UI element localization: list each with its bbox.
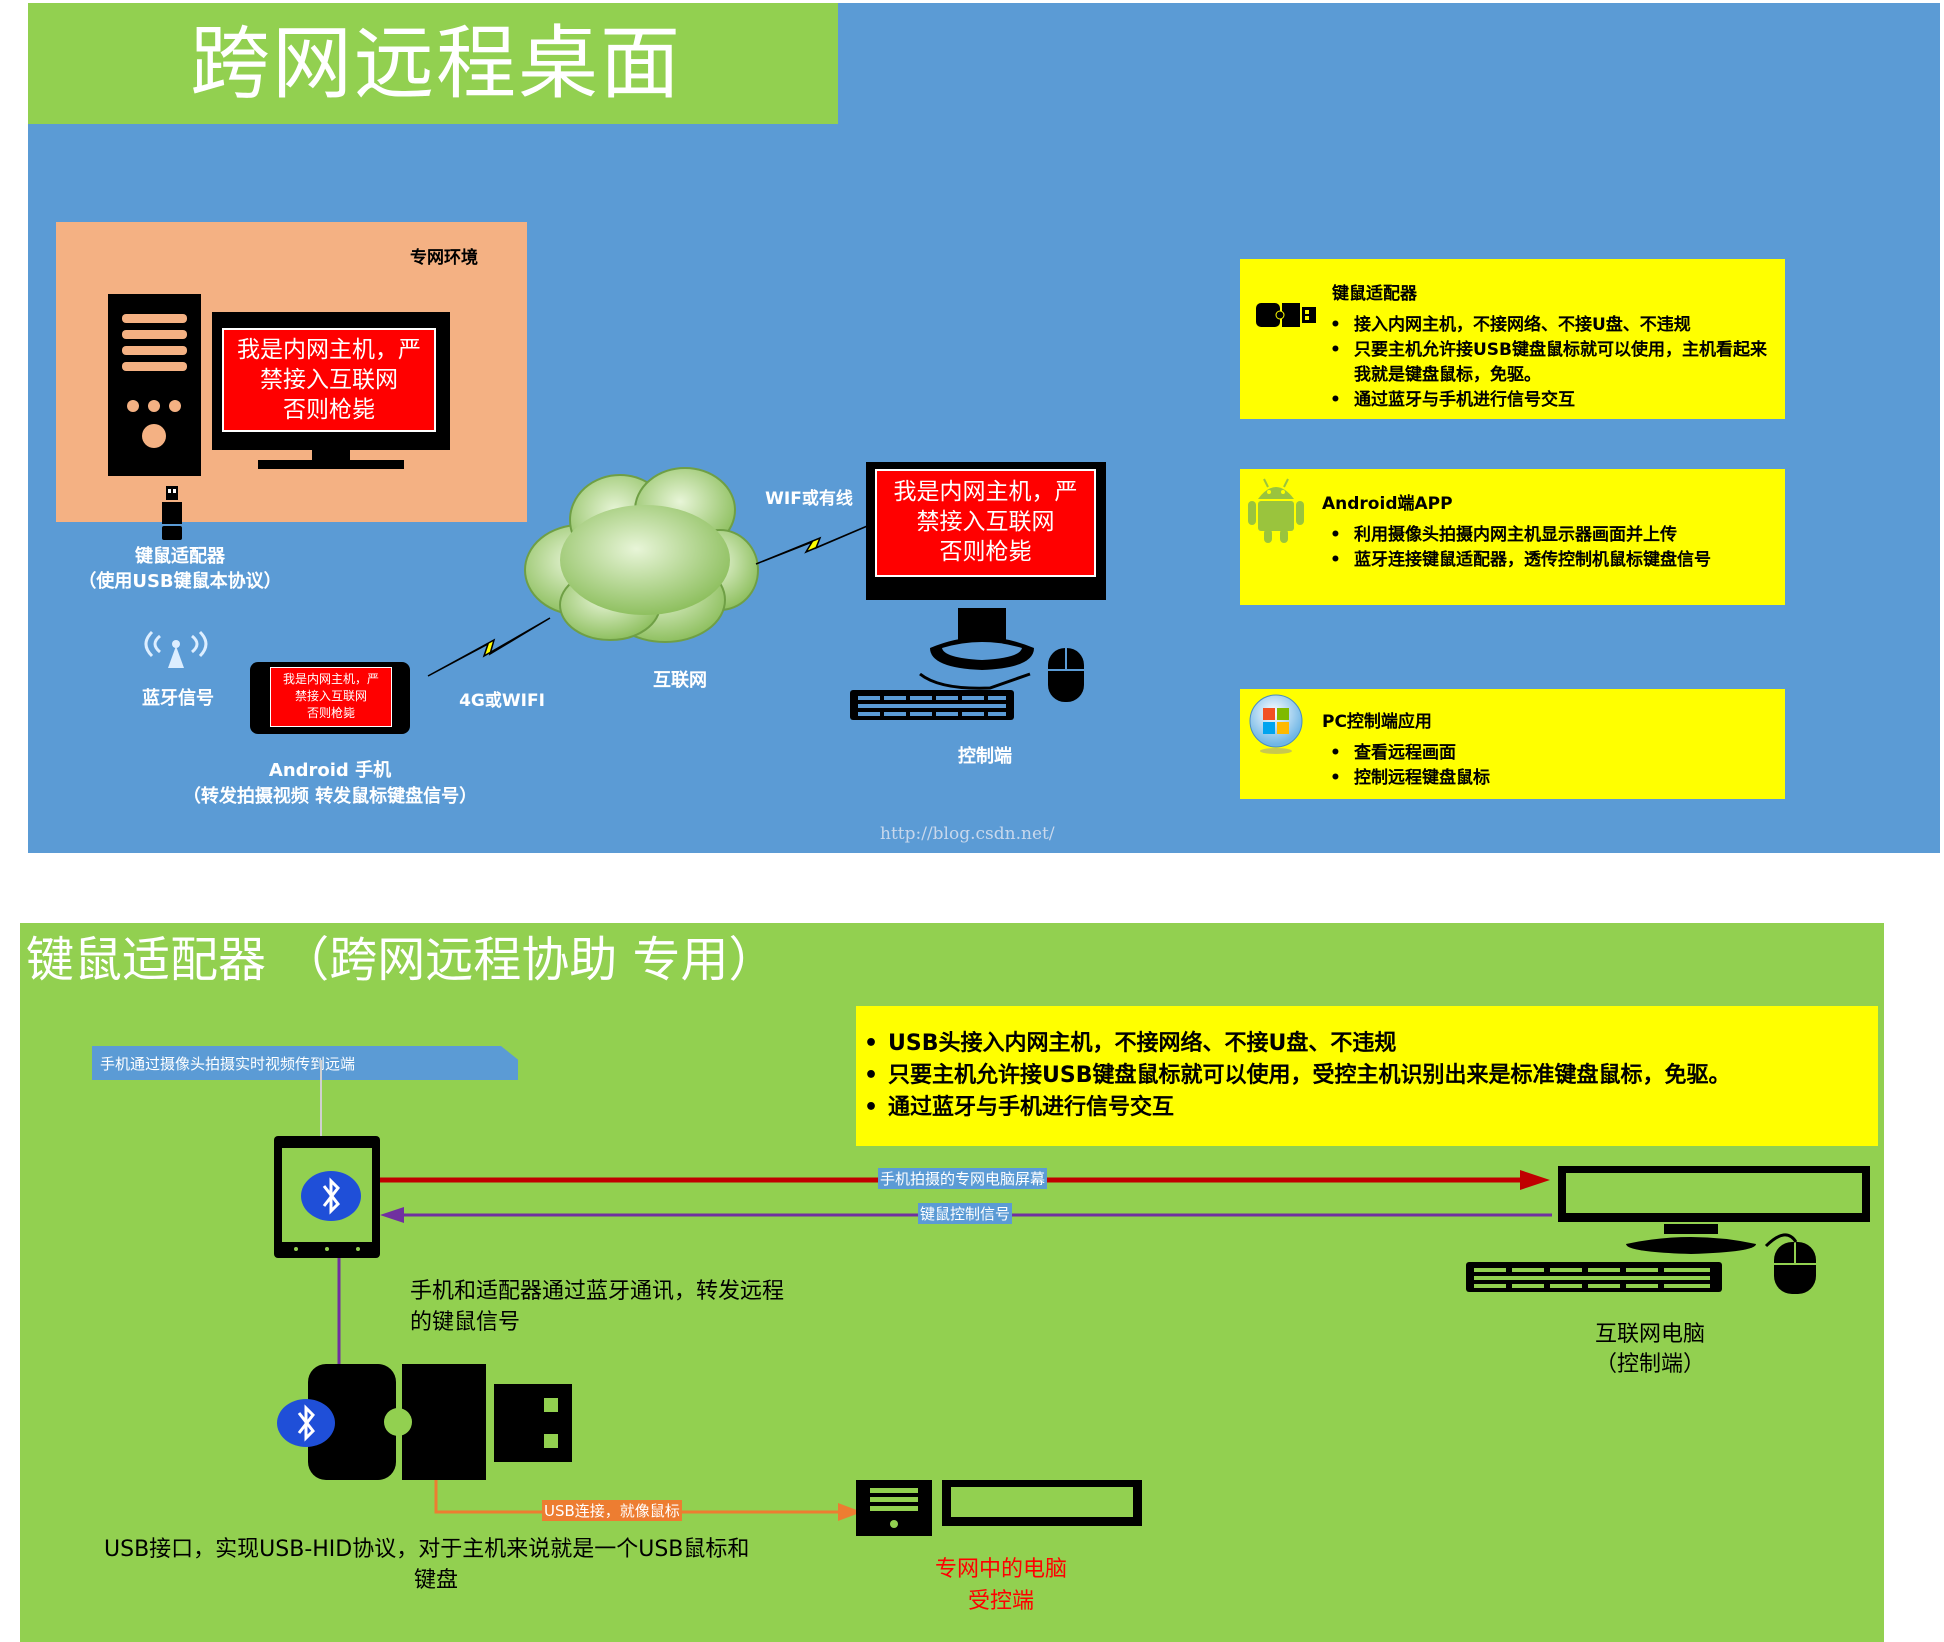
- adapter-box-item: 只要主机允许接USB键盘鼠标就可以使用，主机看起来我就是键盘鼠标，免驱。: [1330, 338, 1770, 388]
- phone-screen-line: 禁接入互联网: [294, 689, 367, 703]
- tower-pc-icon: [108, 294, 201, 476]
- adapter-info-box: 键鼠适配器 接入内网主机，不接网络、不接U盘、不违规 只要主机允许接USB键盘鼠…: [1240, 259, 1785, 419]
- adapter-box-title: 键鼠适配器: [1332, 284, 1417, 304]
- watermark: http://blog.csdn.net/: [880, 824, 1055, 844]
- phone-adapter-line: 手机和适配器通过蓝牙通讯，转发远程: [410, 1279, 785, 1304]
- adapter-box-list: 接入内网主机，不接网络、不接U盘、不违规 只要主机允许接USB键盘鼠标就可以使用…: [1330, 313, 1770, 413]
- bottom-info-list: USB头接入内网主机，不接网络、不接U盘、不违规 只要主机允许接USB键盘鼠标就…: [864, 1028, 1864, 1124]
- callout-text: 手机通过摄像头拍摄实时视频传到远端: [100, 1055, 356, 1073]
- bluetooth-icon: [301, 1171, 361, 1221]
- top-title-banner: [28, 3, 838, 124]
- internet-pc-label-line: （控制端）: [1594, 1352, 1705, 1377]
- adapter-box-item: 通过蓝牙与手机进行信号交互: [1330, 388, 1770, 413]
- screen-line: 禁接入互联网: [916, 509, 1055, 535]
- android-box-item: 利用摄像头拍摄内网主机显示器画面并上传: [1330, 523, 1770, 548]
- adapter-label-line: （使用USB键鼠本协议）: [78, 571, 282, 592]
- android-box-item: 蓝牙连接键鼠适配器，透传控制机鼠标键盘信号: [1330, 548, 1770, 573]
- top-title: 跨网远程桌面: [190, 17, 682, 110]
- intranet-env-label: 专网环境: [410, 248, 478, 268]
- controller-screen: 我是内网主机，严 禁接入互联网 否则枪毙: [875, 469, 1096, 577]
- phone-screen-line: 否则枪毙: [306, 706, 355, 720]
- arrow-screen-label: 手机拍摄的专网电脑屏幕: [878, 1168, 1048, 1189]
- usb-text: USB接口，实现USB-HID协议，对于主机来说就是一个USB鼠标和 键盘: [104, 1534, 804, 1596]
- bluetooth-signal-icon: [144, 630, 208, 668]
- screen-line: 我是内网主机，严: [237, 337, 421, 363]
- usb-adapter-icon: [162, 486, 182, 540]
- bottom-info-item: USB头接入内网主机，不接网络、不接U盘、不违规: [864, 1028, 1864, 1060]
- phone-screen-line: 我是内网主机，严: [282, 672, 379, 686]
- adapter-bluetooth-icon: [277, 1399, 335, 1447]
- usb-text-line: 键盘: [414, 1568, 459, 1593]
- phone-label-line: （转发拍摄视频 转发鼠标键盘信号）: [182, 786, 478, 807]
- phone-adapter-text: 手机和适配器通过蓝牙通讯，转发远程 的键鼠信号: [410, 1276, 784, 1338]
- internet-label: 互联网: [653, 670, 707, 691]
- screen-line: 禁接入互联网: [260, 367, 398, 393]
- big-usb-adapter-icon: [308, 1364, 572, 1480]
- lightning-4g-icon: [427, 617, 551, 677]
- usb-text-line: USB接口，实现USB-HID协议，对于主机来说就是一个USB鼠标和: [104, 1537, 750, 1562]
- screen-line: 否则枪毙: [283, 397, 375, 423]
- adapter-box-item: 接入内网主机，不接网络、不接U盘、不违规: [1330, 313, 1770, 338]
- internet-pc-label: 互联网电脑 （控制端）: [1570, 1320, 1730, 1380]
- adapter-label: 键鼠适配器 （使用USB键鼠本协议）: [70, 544, 290, 594]
- bluetooth-label: 蓝牙信号: [142, 688, 214, 709]
- link-4g-label: 4G或WIFI: [459, 691, 545, 711]
- android-box-title: Android端APP: [1322, 494, 1453, 514]
- phone-adapter-line: 的键鼠信号: [410, 1310, 521, 1335]
- pc-box-item: 查看远程画面: [1330, 741, 1770, 766]
- intranet-pc-label-line: 专网中的电脑: [934, 1557, 1067, 1582]
- android-robot-icon: [1248, 478, 1304, 543]
- internet-cloud-icon: [524, 467, 759, 643]
- bottom-info-item: 只要主机允许接USB键盘鼠标就可以使用，受控主机识别出来是标准键盘鼠标，免驱。: [864, 1060, 1864, 1092]
- link-wifi-label: WIF或有线: [765, 489, 853, 509]
- controller-label: 控制端: [958, 746, 1012, 767]
- controller-keyboard-mouse-icon: [850, 608, 1084, 720]
- bottom-info-item: 通过蓝牙与手机进行信号交互: [864, 1092, 1864, 1124]
- intranet-pc-label: 专网中的电脑 受控端: [926, 1554, 1076, 1618]
- pc-box-title: PC控制端应用: [1322, 712, 1432, 732]
- phone-label-line: Android 手机: [268, 760, 392, 781]
- callout-box: [92, 1046, 518, 1080]
- phone-screen: 我是内网主机，严 禁接入互联网 否则枪毙: [270, 667, 392, 727]
- screen-line: 我是内网主机，严: [893, 479, 1078, 505]
- bottom-title: 键鼠适配器 （跨网远程协助 专用）: [26, 932, 777, 988]
- android-info-box: Android端APP 利用摄像头拍摄内网主机显示器画面并上传 蓝牙连接键鼠适配…: [1240, 469, 1785, 605]
- adapter-label-line: 键鼠适配器: [135, 546, 225, 567]
- intranet-pc-icon: [856, 1480, 1142, 1536]
- internet-pc-icon: [1466, 1166, 1870, 1294]
- internet-pc-label-line: 互联网电脑: [1594, 1322, 1705, 1347]
- usb-key-icon: [1256, 303, 1316, 327]
- pc-box-item: 控制远程键盘鼠标: [1330, 766, 1770, 791]
- arrow-control-label: 键鼠控制信号: [918, 1203, 1013, 1224]
- windows-logo-icon: [1249, 694, 1303, 754]
- intranet-screen: 我是内网主机，严 禁接入互联网 否则枪毙: [222, 328, 436, 432]
- bottom-info-box: USB头接入内网主机，不接网络、不接U盘、不违规 只要主机允许接USB键盘鼠标就…: [856, 1006, 1878, 1146]
- pc-info-box: PC控制端应用 查看远程画面 控制远程键盘鼠标: [1240, 689, 1785, 799]
- phone-label: Android 手机 （转发拍摄视频 转发鼠标键盘信号）: [160, 758, 500, 810]
- android-box-list: 利用摄像头拍摄内网主机显示器画面并上传 蓝牙连接键鼠适配器，透传控制机鼠标键盘信…: [1330, 523, 1770, 573]
- usb-arrow-label: USB连接，就像鼠标: [542, 1500, 682, 1521]
- pc-box-list: 查看远程画面 控制远程键盘鼠标: [1330, 741, 1770, 791]
- intranet-pc-label-line: 受控端: [967, 1589, 1034, 1614]
- screen-line: 否则枪毙: [939, 539, 1032, 565]
